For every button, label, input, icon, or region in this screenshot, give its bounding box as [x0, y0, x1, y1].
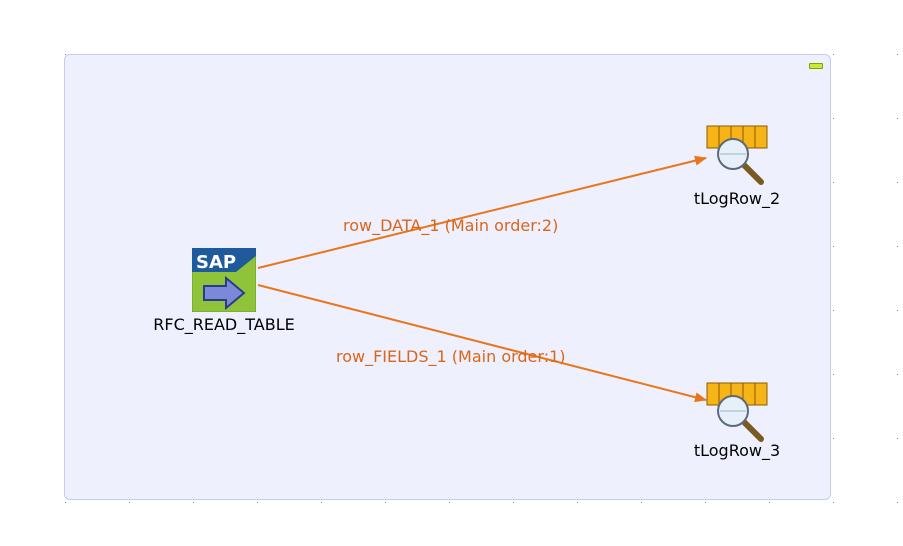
grid-dot	[385, 502, 386, 503]
grid-dot	[833, 246, 834, 247]
grid-dot	[65, 502, 66, 503]
grid-dot	[897, 310, 898, 311]
grid-dot	[513, 502, 514, 503]
grid-dot	[769, 502, 770, 503]
grid-dot	[705, 502, 706, 503]
grid-dot	[833, 118, 834, 119]
grid-dot	[833, 502, 834, 503]
grid-dot	[833, 310, 834, 311]
grid-dot	[321, 502, 322, 503]
grid-dot	[897, 182, 898, 183]
grid-dot	[833, 182, 834, 183]
grid-dot	[897, 374, 898, 375]
grid-dot	[897, 246, 898, 247]
link-label-row-data[interactable]: row_DATA_1 (Main order:2)	[343, 216, 559, 235]
link-row-fields[interactable]	[257, 284, 707, 403]
link-label-row-fields[interactable]: row_FIELDS_1 (Main order:1)	[336, 347, 566, 366]
grid-dot	[897, 118, 898, 119]
sap-input-icon[interactable]: SAP	[191, 247, 257, 313]
grid-dot	[641, 502, 642, 503]
component-label-rfc-read-table: RFC_READ_TABLE	[153, 315, 295, 334]
component-label-tlogrow-2: tLogRow_2	[693, 189, 781, 208]
link-row-data[interactable]	[257, 155, 707, 269]
grid-dot	[193, 502, 194, 503]
grid-dot	[833, 438, 834, 439]
grid-dot	[897, 438, 898, 439]
grid-dot	[257, 502, 258, 503]
grid-dot	[449, 502, 450, 503]
grid-dot	[897, 502, 898, 503]
log-row-icon[interactable]	[705, 381, 769, 445]
component-label-tlogrow-3: tLogRow_3	[693, 441, 781, 460]
grid-dot	[129, 502, 130, 503]
grid-dot	[577, 502, 578, 503]
grid-dot	[897, 54, 898, 55]
sap-icon-text: SAP	[196, 252, 236, 273]
collapse-icon[interactable]	[809, 63, 823, 69]
grid-dot	[833, 374, 834, 375]
log-row-icon[interactable]	[705, 124, 769, 188]
grid-dot	[833, 54, 834, 55]
